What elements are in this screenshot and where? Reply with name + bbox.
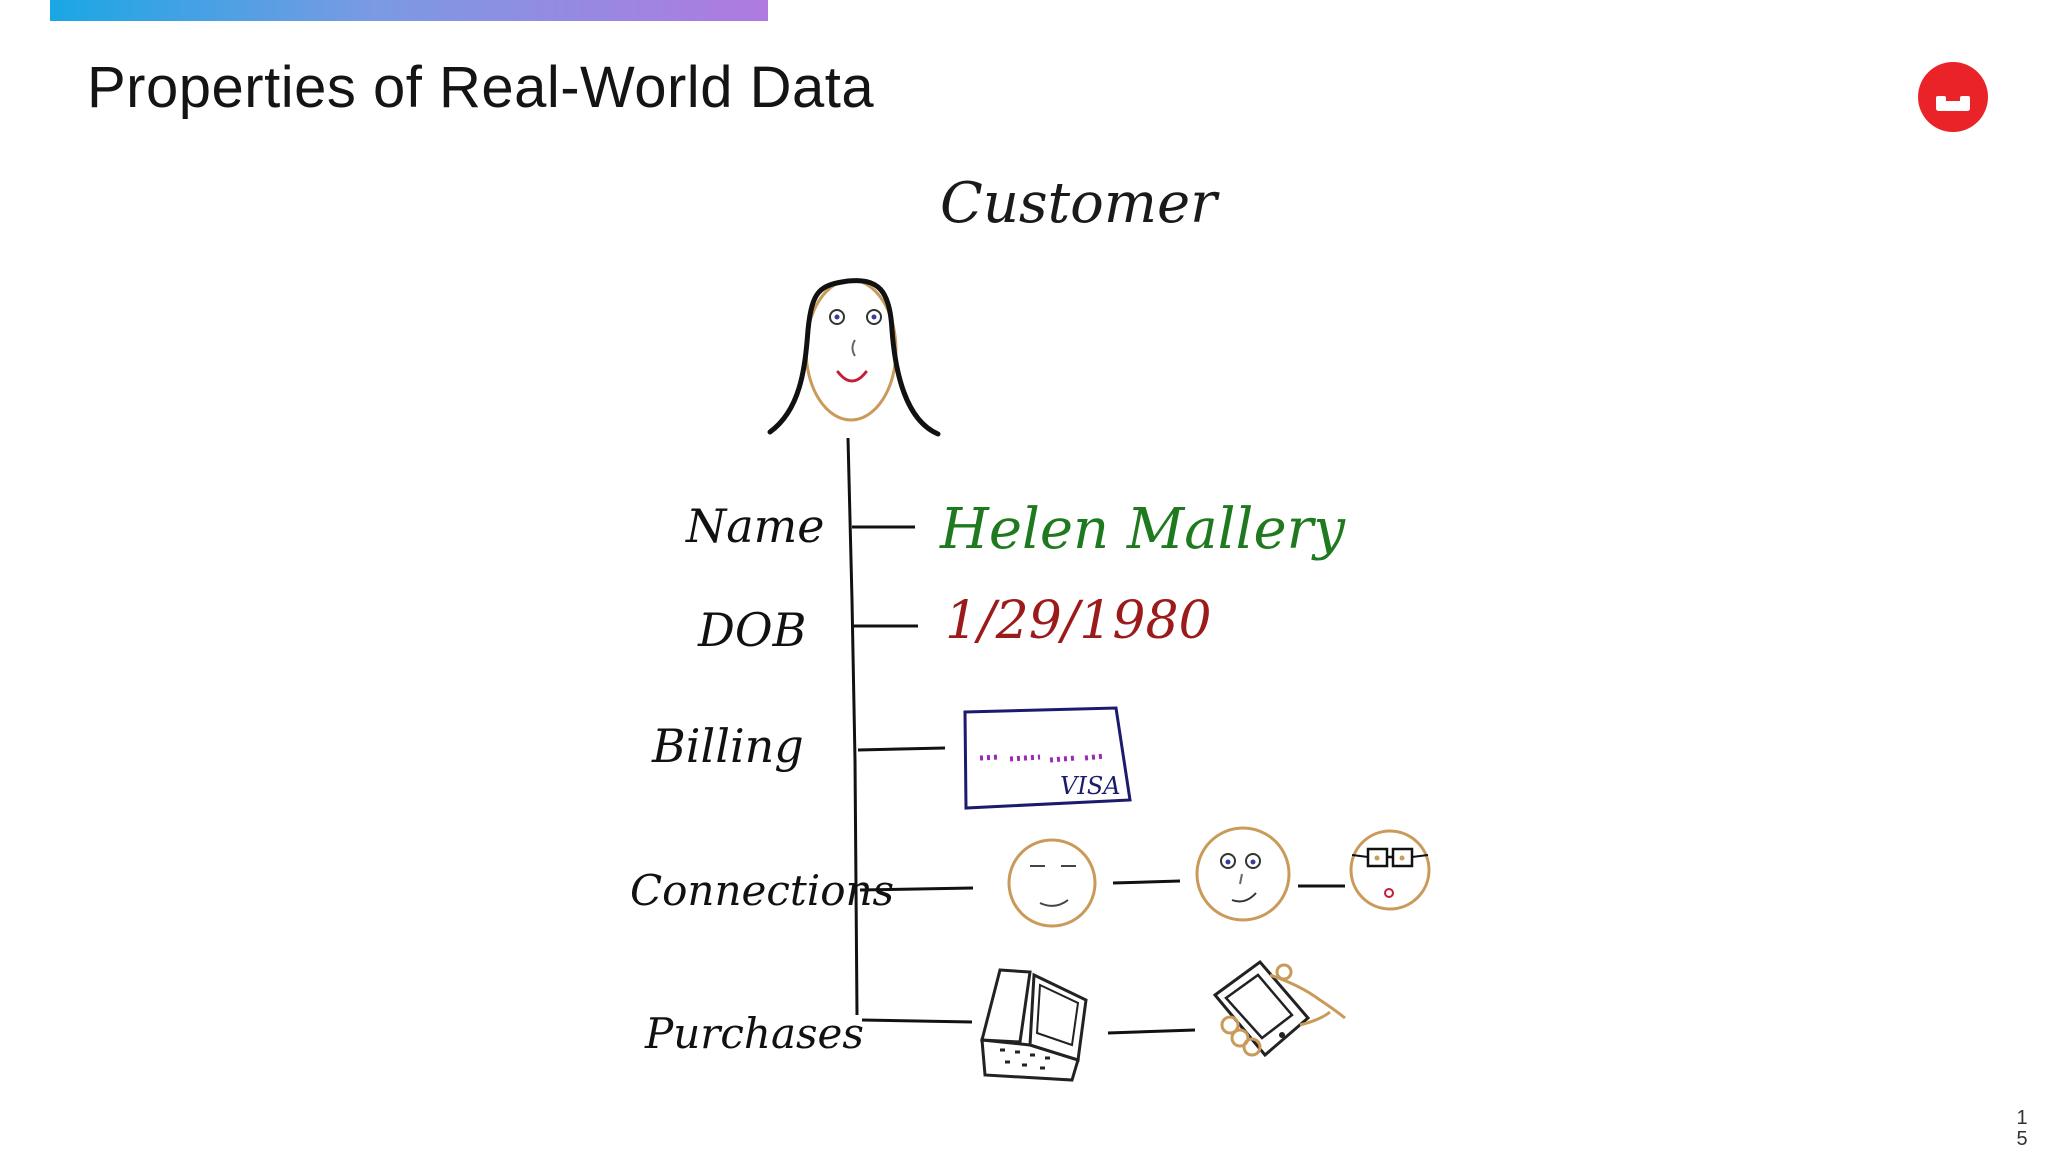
purchases-connector: [861, 1018, 973, 1024]
card-brand-label: VISA: [1060, 772, 1121, 800]
purchase-link: [1107, 1028, 1196, 1035]
accent-bar: [50, 0, 768, 21]
property-label-name: Name: [685, 499, 825, 553]
laptop-icon: [980, 968, 1088, 1082]
customer-portrait-icon: [767, 278, 941, 437]
phone-icon: [1212, 959, 1346, 1058]
diagram-spine: [846, 437, 859, 1016]
connection-link: [1112, 879, 1181, 885]
customer-dob-value: 1/29/1980: [945, 591, 1212, 651]
property-label-connections: Connections: [630, 866, 894, 915]
page-number: 15: [2016, 1107, 2028, 1150]
credit-card-icon: VISA: [963, 706, 1132, 810]
couchbase-logo-icon: [1918, 62, 1988, 132]
friend-face-icon: [1007, 838, 1097, 928]
friend-face-icon: [1195, 826, 1291, 922]
property-label-dob: DOB: [697, 603, 806, 657]
property-label-purchases: Purchases: [644, 1009, 864, 1058]
diagram-heading: Customer: [940, 171, 1220, 236]
billing-connector: [857, 746, 946, 752]
friend-glasses-face-icon: [1349, 829, 1431, 911]
connections-connector: [859, 886, 974, 892]
customer-name-value: Helen Mallery: [939, 497, 1346, 562]
slide-title: Properties of Real-World Data: [87, 55, 875, 120]
property-label-billing: Billing: [651, 719, 804, 773]
